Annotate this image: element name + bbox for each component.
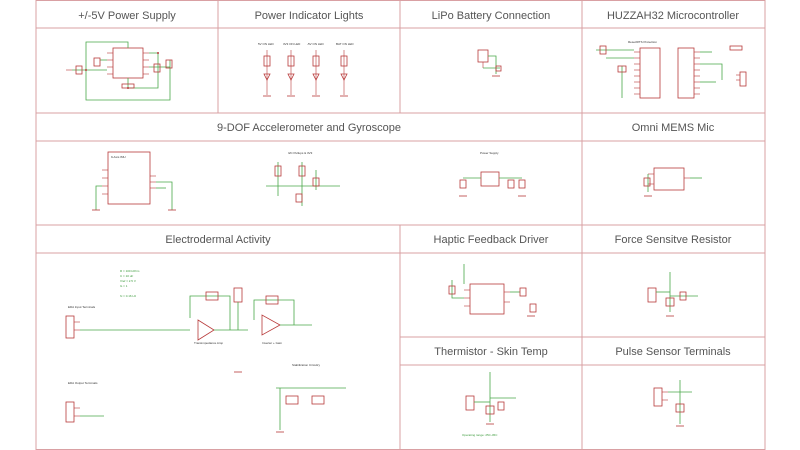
title-power-indicator: Power Indicator Lights <box>255 10 364 22</box>
imu-pins <box>102 169 156 195</box>
imu-i2c-label: I2C Pullups & 3V3 <box>288 151 313 155</box>
thermistor-note: Operating range: 25C-45C <box>462 433 498 437</box>
eda-note-4: G = 1 <box>120 284 128 288</box>
huzzah-note: Reset/RTS Protection <box>628 40 657 44</box>
power-supply-circuit <box>66 41 173 101</box>
mic-circuit <box>643 167 702 197</box>
title-haptic: Haptic Feedback Driver <box>434 234 549 246</box>
led-m5v-string <box>312 50 320 97</box>
title-lipo: LiPo Battery Connection <box>432 10 551 22</box>
title-imu: 9-DOF Accelerometer and Gyroscope <box>217 122 401 134</box>
title-power-supply: +/-5V Power Supply <box>78 10 176 22</box>
eda-dc-label: Stabilization Circuitry <box>292 363 321 367</box>
huzzah-circuit: Reset/RTS Protection <box>596 40 747 99</box>
title-fsr: Force Sensitve Resistor <box>615 234 732 246</box>
title-pulse: Pulse Sensor Terminals <box>615 346 731 358</box>
led-5v-label: 5V ON LED <box>258 42 275 46</box>
lipo-circuit <box>477 49 502 77</box>
pulse-circuit <box>653 380 692 427</box>
eda-circuit: R = 100 kOhm C = 10 uF Vref = 2.5 V G = … <box>65 269 346 433</box>
eda-transimp-label: Transimpedance Amp <box>194 341 223 345</box>
title-eda: Electrodermal Activity <box>165 234 271 246</box>
eda-input-label: EDA Input Terminals <box>68 305 96 309</box>
eda-note-3: Vref = 2.5 V <box>120 279 136 283</box>
eda-note-2: C = 10 uF <box>120 274 133 278</box>
led-3v3-label: 3V3 ON LED <box>283 42 301 46</box>
power-indicator-circuit: 5V ON LED 3V3 ON LED -5V ON LED BAT ON L… <box>258 42 354 97</box>
led-bat-string <box>340 50 348 97</box>
title-huzzah: HUZZAH32 Microcontroller <box>607 10 739 22</box>
fsr-circuit <box>647 272 698 317</box>
imu-power-label: Power Supply <box>480 151 499 155</box>
eda-inverter-label: Inverter + Gain <box>262 341 282 345</box>
led-bat-label: BAT ON LED <box>336 42 354 46</box>
led-5v-string <box>263 50 271 97</box>
title-mic: Omni MEMS Mic <box>632 122 715 134</box>
eda-note-5: fc = 0.16 Hz <box>120 294 137 298</box>
thermistor-circuit: Operating range: 25C-45C <box>462 372 516 437</box>
huzzah-pins <box>634 51 700 95</box>
eda-output-label: EDA Output Terminals <box>68 381 98 385</box>
haptic-circuit <box>448 264 537 317</box>
imu-part-label: 9-Axis IMU <box>111 155 126 159</box>
frame-grid <box>35 0 766 450</box>
eda-note-1: R = 100 kOhm <box>120 269 140 273</box>
led-3v3-string <box>287 50 295 97</box>
title-thermistor: Thermistor - Skin Temp <box>434 346 548 358</box>
imu-circuit: 9-Axis IMU I2C Pullups & 3V3 Power Suppl… <box>92 151 526 211</box>
block-titles: +/-5V Power Supply Power Indicator Light… <box>78 10 739 358</box>
led-m5v-label: -5V ON LED <box>307 42 325 46</box>
